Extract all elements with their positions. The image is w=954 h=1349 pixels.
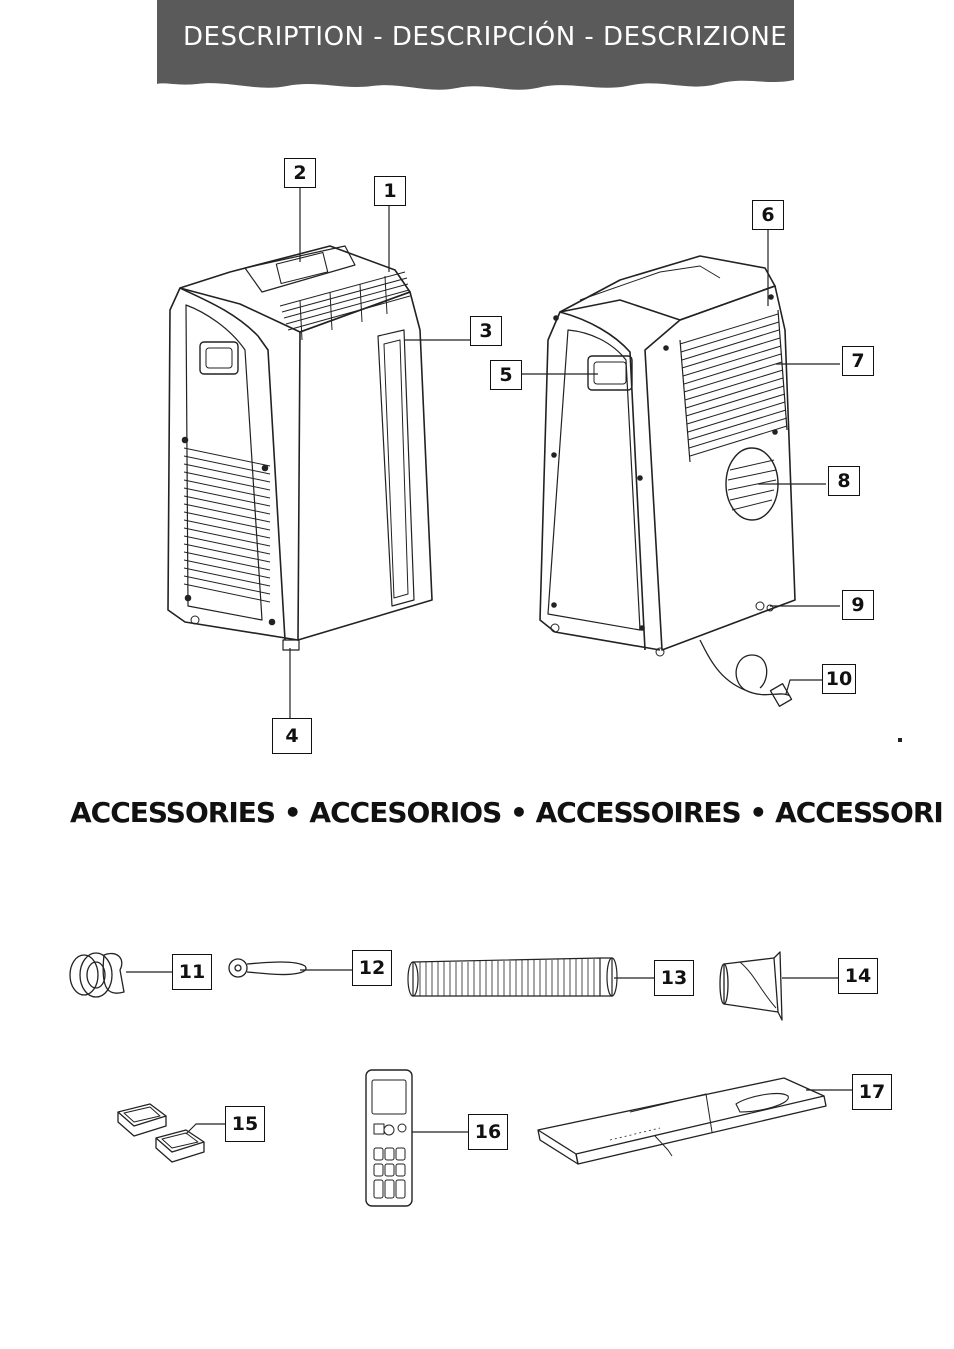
callout-1: 1 xyxy=(374,176,406,206)
callout-8: 8 xyxy=(828,466,860,496)
callout-5: 5 xyxy=(490,360,522,390)
callout-7: 7 xyxy=(842,346,874,376)
callout-3: 3 xyxy=(470,316,502,346)
banner-shape xyxy=(157,0,794,90)
callout-17: 17 xyxy=(852,1074,892,1110)
callout-14: 14 xyxy=(838,958,878,994)
callout-2: 2 xyxy=(284,158,316,188)
page-title: DESCRIPTION - DESCRIPCIÓN - DESCRIZIONE xyxy=(183,22,788,52)
callout-13: 13 xyxy=(654,960,694,996)
front-unit-illustration xyxy=(167,245,433,651)
accessory-17-illustration xyxy=(537,1077,827,1165)
accessory-14-illustration xyxy=(719,951,783,1021)
accessories-title: ACCESSORIES • ACCESORIOS • ACCESSOIRES •… xyxy=(70,796,944,829)
callout-11: 11 xyxy=(172,954,212,990)
header-banner: DESCRIPTION - DESCRIPCIÓN - DESCRIZIONE xyxy=(157,0,794,94)
accessory-13-illustration xyxy=(407,957,618,997)
callout-12: 12 xyxy=(352,950,392,986)
rear-unit-illustration xyxy=(539,255,796,707)
accessory-12-illustration xyxy=(228,958,307,978)
callout-16: 16 xyxy=(468,1114,508,1150)
callout-9: 9 xyxy=(842,590,874,620)
accessory-15-illustration xyxy=(117,1103,205,1163)
accessory-16-illustration xyxy=(365,1069,413,1207)
callout-15: 15 xyxy=(225,1106,265,1142)
callout-4: 4 xyxy=(272,718,312,754)
callout-10: 10 xyxy=(822,664,856,694)
accessory-11-illustration xyxy=(69,952,125,998)
callout-6: 6 xyxy=(752,200,784,230)
leader-lines xyxy=(126,187,852,1135)
